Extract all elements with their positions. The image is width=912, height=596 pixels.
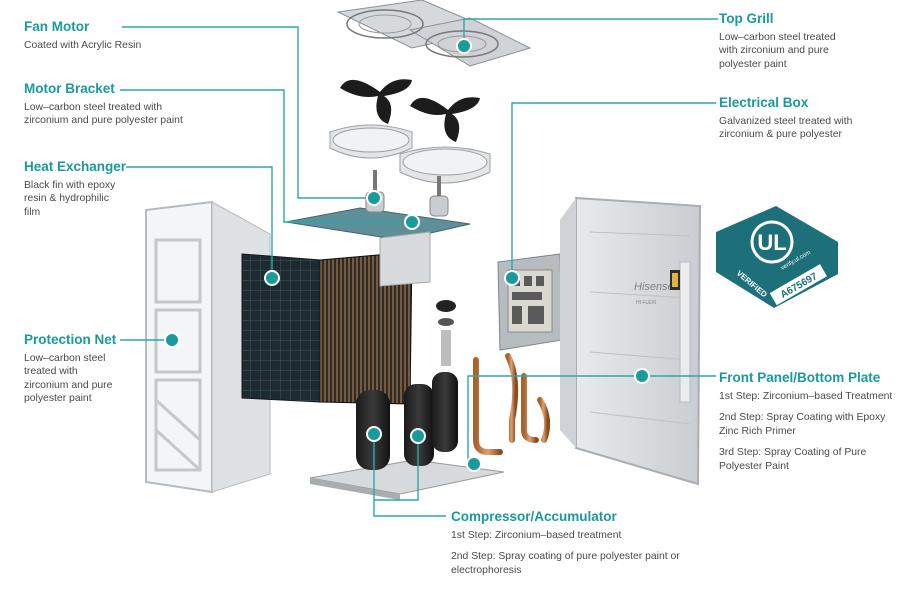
callout-desc-line: treated with <box>24 366 78 378</box>
leader-lines <box>120 18 718 517</box>
callout-desc: Black fin with epoxy resin & hydrophilic… <box>24 179 126 219</box>
callout-desc: Low–carbon steel treated with zirconium … <box>24 352 116 406</box>
marker-bottom-plate <box>466 456 482 472</box>
callout-desc: Low–carbon steel treated with zirconium … <box>719 31 836 71</box>
callout-title: Front Panel/Bottom Plate <box>719 370 881 385</box>
callout-desc: 1st Step: Zirconium–based Treatment 2nd … <box>719 390 895 473</box>
callout-desc: 1st Step: Zirconium–based treatment 2nd … <box>451 529 691 577</box>
callout-desc: Low–carbon steel treated with zirconium … <box>24 101 183 128</box>
callout-step: 1st Step: Zirconium–based treatment <box>451 530 622 541</box>
top-grill <box>336 0 532 67</box>
fan-blades <box>340 79 480 142</box>
callout-heat-exchanger: Heat Exchanger Black fin with epoxy resi… <box>24 159 126 219</box>
callout-protection-net: Protection Net Low–carbon steel treated … <box>24 332 116 406</box>
fan-shrouds <box>329 124 491 184</box>
callout-desc-line: polyester paint <box>719 58 787 70</box>
callout-desc-line: with zirconium and pure <box>719 45 829 57</box>
callout-desc-line: Low–carbon steel <box>24 353 106 364</box>
callout-desc-line: zirconium and pure polyester paint <box>24 115 183 127</box>
callout-title: Motor Bracket <box>24 81 115 96</box>
marker-compressor <box>366 426 382 442</box>
marker-protection-net <box>164 332 180 348</box>
copper-piping <box>473 353 551 455</box>
callout-step: 2nd Step: Spray Coating with Epoxy Zinc … <box>719 412 886 437</box>
callout-step: 3rd Step: Spray Coating of Pure Polyeste… <box>719 447 867 472</box>
front-panel: Hisense HI FLEXI <box>560 196 702 486</box>
marker-top-grill <box>456 38 472 54</box>
marker-heat-exchanger <box>264 270 280 286</box>
marker-accumulator <box>410 428 426 444</box>
callout-title: Protection Net <box>24 332 117 347</box>
callout-desc-line: polyester paint <box>24 393 92 405</box>
callout-title: Fan Motor <box>24 19 90 34</box>
marker-motor-bracket <box>404 214 420 230</box>
callout-electrical-box: Electrical Box Galvanized steel treated … <box>719 95 852 142</box>
callout-desc-line: Coated with Acrylic Resin <box>24 40 142 51</box>
ul-mark: UL <box>757 230 786 255</box>
heat-exchanger <box>241 231 431 405</box>
callout-desc-line: Low–carbon steel treated with <box>24 102 163 113</box>
callout-top-grill: Top Grill Low–carbon steel treated with … <box>719 11 836 71</box>
callout-desc-line: zirconium and pure <box>24 379 113 391</box>
callout-desc-line: Low–carbon steel treated <box>719 32 836 43</box>
callout-desc-line: film <box>24 206 41 218</box>
brand-model: HI FLEXI <box>636 300 656 306</box>
callout-title: Compressor/Accumulator <box>451 509 617 524</box>
callout-desc: Coated with Acrylic Resin <box>24 39 141 52</box>
callout-step: 2nd Step: Spray coating of pure polyeste… <box>451 551 680 576</box>
callout-compressor: Compressor/Accumulator 1st Step: Zirconi… <box>451 509 691 577</box>
marker-fan-motor <box>366 190 382 206</box>
callout-fan-motor: Fan Motor Coated with Acrylic Resin <box>24 19 141 52</box>
callout-title: Electrical Box <box>719 95 809 110</box>
callout-desc: Galvanized steel treated with zirconium … <box>719 115 852 142</box>
marker-dots <box>164 38 650 472</box>
callout-step: 1st Step: Zirconium–based Treatment <box>719 391 893 402</box>
callout-motor-bracket: Motor Bracket Low–carbon steel treated w… <box>24 81 183 128</box>
callout-desc-line: Galvanized steel treated with <box>719 116 853 127</box>
callout-title: Top Grill <box>719 11 774 26</box>
marker-front-panel <box>634 368 650 384</box>
ul-verified-badge: UL VERIFIED verify.ul.com A675697 <box>716 206 838 308</box>
marker-electrical-box <box>504 270 520 286</box>
callout-title: Heat Exchanger <box>24 159 127 174</box>
callout-desc-line: zirconium & pure polyester <box>719 129 843 141</box>
electrical-box <box>497 253 563 351</box>
callout-front-panel: Front Panel/Bottom Plate 1st Step: Zirco… <box>719 370 895 473</box>
brand-logo: Hisense <box>634 281 674 293</box>
callout-desc-line: Black fin with epoxy <box>24 180 116 191</box>
callout-desc-line: resin & hydrophilic <box>24 193 109 205</box>
